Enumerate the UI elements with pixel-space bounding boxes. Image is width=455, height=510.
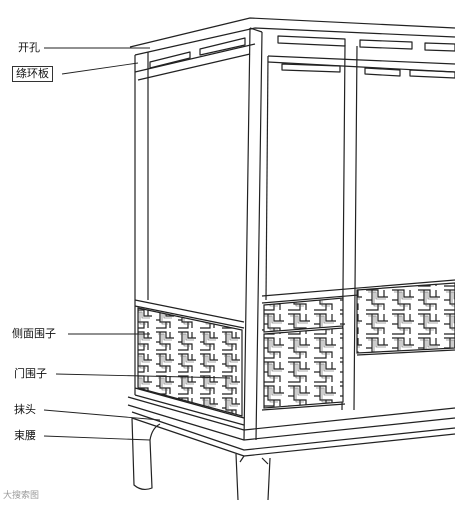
front-opening-3 bbox=[425, 43, 455, 51]
front-middle-post bbox=[342, 45, 357, 410]
front-opening-2 bbox=[360, 40, 412, 49]
side-opening-2 bbox=[200, 38, 245, 55]
label-menweizi: 门围子 bbox=[14, 367, 47, 380]
front-lattice-panel-right bbox=[357, 283, 455, 353]
side-rail-bottom bbox=[135, 395, 244, 425]
label-yuanhuanban: 绦环板 bbox=[12, 66, 53, 82]
label-cemianweizi: 侧面围子 bbox=[12, 327, 56, 340]
left-leg bbox=[132, 418, 160, 489]
canopy-top-edge bbox=[130, 18, 455, 47]
leader-shuyao bbox=[44, 436, 150, 440]
leader-yatou bbox=[44, 410, 160, 420]
side-lattice-panel bbox=[138, 308, 242, 416]
label-yatou: 抹头 bbox=[14, 403, 36, 416]
leader-menweizi bbox=[56, 374, 230, 378]
front-rail-top bbox=[262, 280, 455, 296]
front-leg bbox=[236, 454, 270, 500]
watermark: 大搜索图 bbox=[3, 491, 40, 501]
side-opening-1 bbox=[150, 52, 190, 68]
rear-left-post bbox=[135, 52, 148, 395]
label-kaikong: 开孔 bbox=[18, 41, 40, 54]
leader-yuanhuanban bbox=[62, 63, 138, 74]
side-rail-top bbox=[135, 300, 244, 322]
door-lattice-panel bbox=[264, 328, 343, 408]
platform-edge bbox=[128, 405, 455, 440]
canopy-front-top bbox=[135, 28, 455, 55]
front-opening-1 bbox=[278, 36, 345, 46]
canopy-front-panel-bottom bbox=[268, 56, 455, 64]
waist-band bbox=[132, 412, 455, 450]
platform-top bbox=[128, 397, 455, 430]
front-corner-post bbox=[244, 28, 262, 440]
label-shuyao: 束腰 bbox=[14, 429, 36, 442]
front-lattice-panel-left-upper bbox=[264, 298, 343, 332]
